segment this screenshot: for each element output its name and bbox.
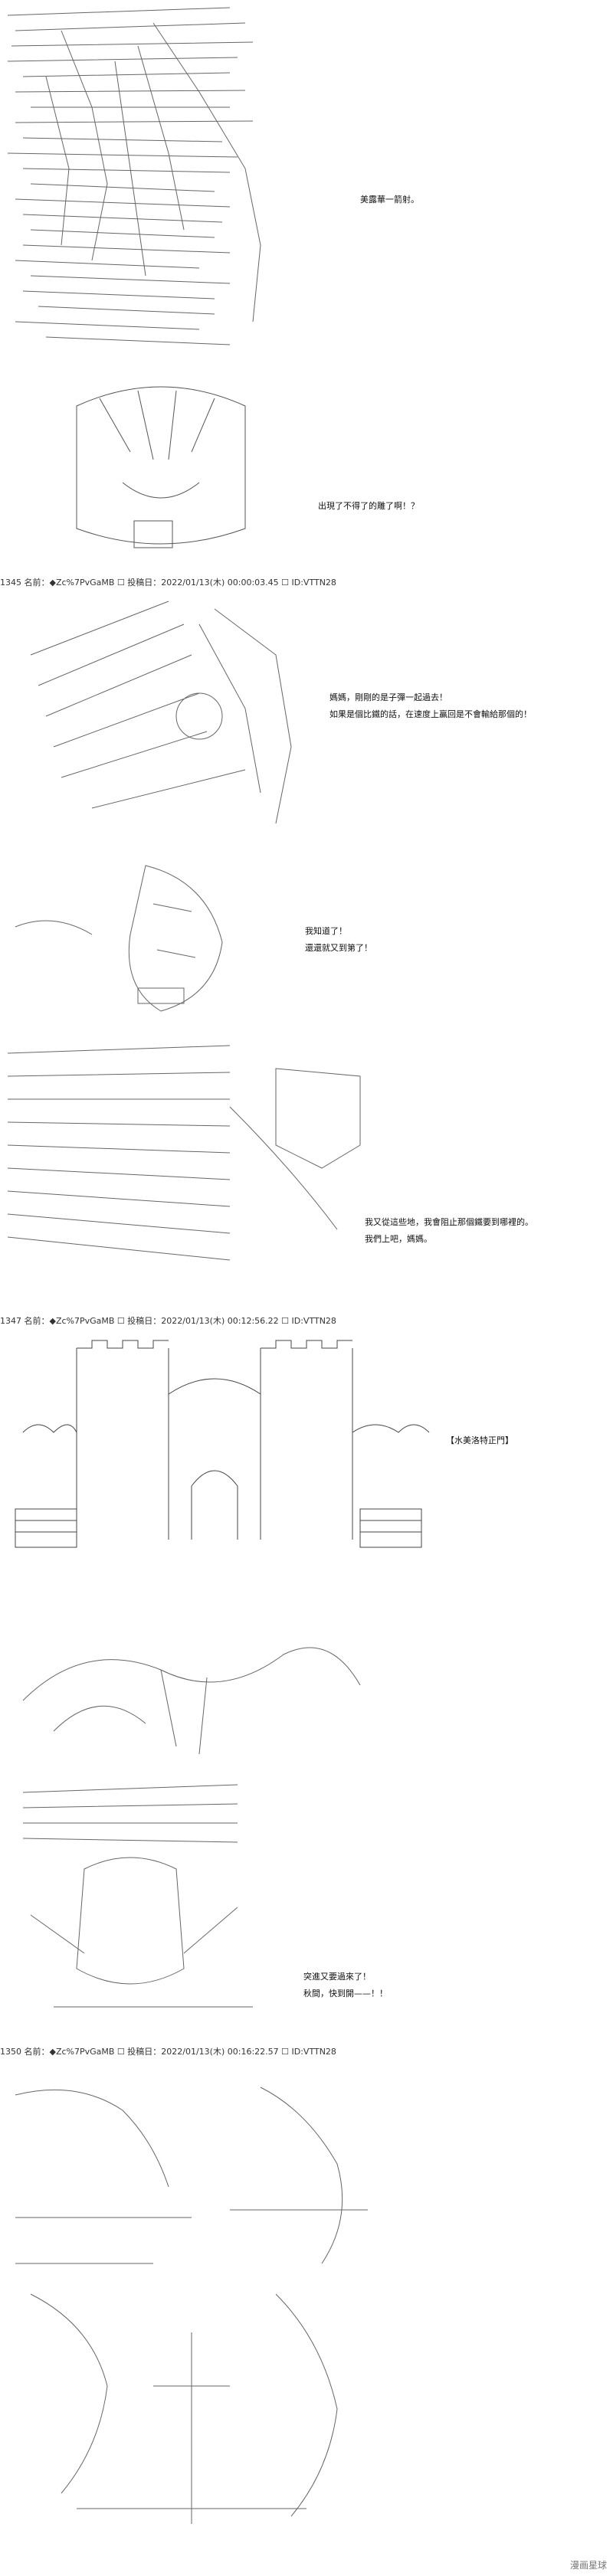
dialogue-1-line-1: 美露華一箭射。 xyxy=(360,195,419,205)
dialogue-7-line-2: 秋間，快到開——！！ xyxy=(303,1988,388,1998)
dialogue-4-line-1: 我知道了！ xyxy=(305,926,347,936)
aa-art-9 xyxy=(15,2087,368,2524)
dialogue-4: 我知道了！ 還還就又到第了！ xyxy=(305,923,372,957)
dialogue-6-line-1: 【水美洛特正門】 xyxy=(446,1435,513,1445)
dialogue-7-line-1: 突進又要過來了！ xyxy=(303,1972,371,1982)
aa-art-1 xyxy=(7,7,261,345)
dialogue-1: 美露華一箭射。 xyxy=(360,191,419,208)
aa-panel-9 xyxy=(0,2064,383,2539)
dialogue-2: 出現了不得了的雕了啊！？ xyxy=(318,498,419,515)
post-header-1347: 1347 名前：◆Zc%7PvGaMB ☐ 投稿日：2022/01/13(木) … xyxy=(0,1316,336,1326)
aa-art-4 xyxy=(15,865,223,1012)
aa-art-5 xyxy=(7,1045,361,1261)
dialogue-2-line-1: 出現了不得了的雕了啊！？ xyxy=(318,501,419,511)
aa-panel-4 xyxy=(8,858,261,1019)
dialogue-4-line-2: 還還就又到第了！ xyxy=(305,943,372,953)
aa-art-7 xyxy=(22,1647,361,1755)
dialogue-3-line-2: 如果是個比鐵的話，在速度上贏回是不會輸給那個的！ xyxy=(329,709,532,719)
aa-panel-7 xyxy=(8,1609,368,1762)
post-header-1350: 1350 名前：◆Zc%7PvGaMB ☐ 投稿日：2022/01/13(木) … xyxy=(0,2047,336,2057)
aa-panel-5 xyxy=(0,1030,368,1268)
post-header-1345: 1345 名前：◆Zc%7PvGaMB ☐ 投稿日：2022/01/13(木) … xyxy=(0,578,336,588)
dialogue-6-location: 【水美洛特正門】 xyxy=(446,1432,513,1449)
dialogue-5: 我又從這些地，我會阻止那個鐵要到哪裡的。 我們上吧，媽媽。 xyxy=(365,1214,533,1248)
aa-panel-6-castle-gate xyxy=(8,1333,437,1555)
aa-panel-3 xyxy=(15,594,322,846)
aa-art-8 xyxy=(22,1784,253,2008)
dialogue-7: 突進又要過來了！ 秋間，快到開——！！ xyxy=(303,1969,388,2002)
dialogue-5-line-1: 我又從這些地，我會阻止那個鐵要到哪裡的。 xyxy=(365,1217,533,1227)
aa-panel-2 xyxy=(46,375,276,567)
watermark: 漫画星球 xyxy=(569,2560,607,2571)
dialogue-3: 媽媽，剛剛的是子彈一起過去！ 如果是個比鐵的話，在速度上贏回是不會輸給那個的！ xyxy=(329,689,532,723)
dialogue-5-line-2: 我們上吧，媽媽。 xyxy=(365,1234,432,1244)
aa-art-3 xyxy=(30,601,292,824)
aa-panel-1 xyxy=(0,0,352,360)
aa-art-6 xyxy=(15,1340,430,1548)
dialogue-3-line-1: 媽媽，剛剛的是子彈一起過去！ xyxy=(329,692,447,702)
aa-panel-8 xyxy=(8,1777,291,2030)
aa-art-2 xyxy=(76,386,246,548)
